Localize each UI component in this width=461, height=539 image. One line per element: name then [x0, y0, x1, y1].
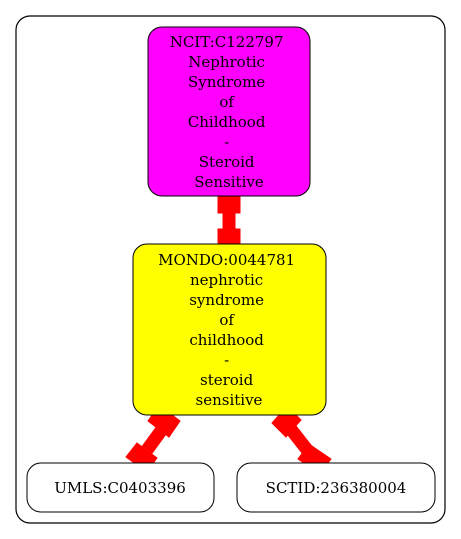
mondo-line: of	[219, 311, 235, 329]
node-sctid[interactable]: SCTID:236380004	[236, 462, 436, 513]
mondo-line: steroid	[200, 371, 254, 389]
node-umls[interactable]: UMLS:C0403396	[26, 462, 215, 513]
mondo-line: -	[224, 351, 229, 369]
ncit-line: Nephrotic	[188, 53, 265, 71]
node-ncit[interactable]: NCIT:C122797 Nephrotic Syndrome of Child…	[147, 26, 311, 197]
ncit-line: Childhood	[188, 113, 266, 131]
node-mondo[interactable]: MONDO:0044781 nephrotic syndrome of chil…	[132, 243, 327, 416]
umls-label: UMLS:C0403396	[54, 479, 186, 497]
ncit-line: Sensitive	[194, 173, 264, 191]
sctid-label: SCTID:236380004	[266, 479, 407, 497]
ncit-line: Steroid	[199, 153, 255, 171]
edge-ncit-mondo	[217, 192, 241, 252]
cluster-boundary	[15, 15, 446, 524]
svg-text:MONDO:0044781 nephrotic: MONDO:0044781 nephrotic syndrome of chil…	[158, 251, 300, 409]
ncit-line: Syndrome	[188, 73, 265, 91]
mondo-line: sensitive	[196, 391, 263, 409]
ncit-line: of	[219, 93, 235, 111]
mondo-line: childhood	[189, 331, 264, 349]
edges	[125, 192, 332, 475]
ncit-line: NCIT:C122797	[170, 33, 284, 51]
ncit-line: -	[224, 133, 229, 151]
svg-text:NCIT:C122797 Nephrotic: NCIT:C122797 Nephrotic Syndrome of Child…	[170, 33, 289, 191]
mondo-line: syndrome	[189, 291, 264, 309]
mondo-line: nephrotic	[190, 271, 263, 289]
mondo-line: MONDO:0044781	[158, 251, 295, 269]
